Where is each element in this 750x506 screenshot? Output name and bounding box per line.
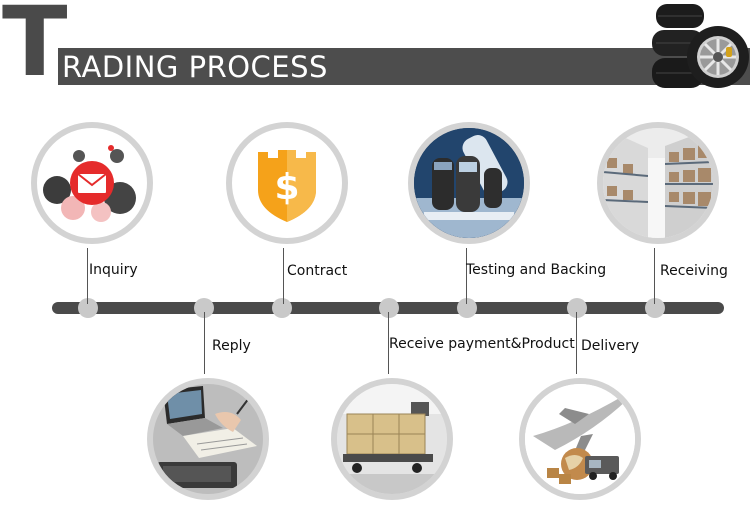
header-big-letter: T	[2, 0, 68, 98]
connector-receiving	[654, 248, 655, 304]
step-image-delivery	[519, 378, 641, 500]
step-label-receiving: Receiving	[660, 263, 728, 279]
timeline-dot-receive-payment	[379, 298, 399, 318]
timeline-dot-testing	[457, 298, 477, 318]
microscope-icon	[414, 128, 524, 238]
step-image-testing	[408, 122, 530, 244]
connector-delivery	[576, 312, 577, 374]
timeline-dot-receiving	[645, 298, 665, 318]
warehouse-icon	[603, 128, 713, 238]
timeline-dot-delivery	[567, 298, 587, 318]
tires-icon	[652, 4, 749, 88]
connector-contract	[283, 248, 284, 304]
laptop-writing-icon	[153, 384, 263, 494]
timeline-dot-contract	[272, 298, 292, 318]
timeline-dot-inquiry	[78, 298, 98, 318]
step-label-inquiry: Inquiry	[89, 262, 138, 278]
step-image-contract: $	[226, 122, 348, 244]
connector-inquiry	[87, 248, 88, 304]
step-label-reply: Reply	[212, 338, 251, 354]
timeline-dot-reply	[194, 298, 214, 318]
step-label-testing: Testing and Backing	[466, 262, 607, 278]
envelope-icon	[43, 145, 136, 222]
step-image-receive-payment	[331, 378, 453, 500]
cargo-pallet-icon	[337, 384, 447, 494]
airplane-globe-icon	[525, 384, 635, 494]
connector-receive-payment	[388, 312, 389, 374]
step-image-receiving	[597, 122, 719, 244]
connector-testing	[466, 248, 467, 304]
title-bar	[58, 48, 750, 85]
step-image-inquiry	[31, 122, 153, 244]
step-image-reply	[147, 378, 269, 500]
svg-text:$: $	[274, 167, 299, 208]
connector-reply	[204, 312, 205, 374]
step-label-contract: Contract	[287, 263, 348, 279]
dollar-shield-icon: $	[258, 150, 316, 222]
step-label-receive-payment: Receive payment&Product	[389, 336, 575, 352]
page-title: RADING PROCESS	[62, 50, 328, 84]
step-label-delivery: Delivery	[581, 338, 640, 354]
